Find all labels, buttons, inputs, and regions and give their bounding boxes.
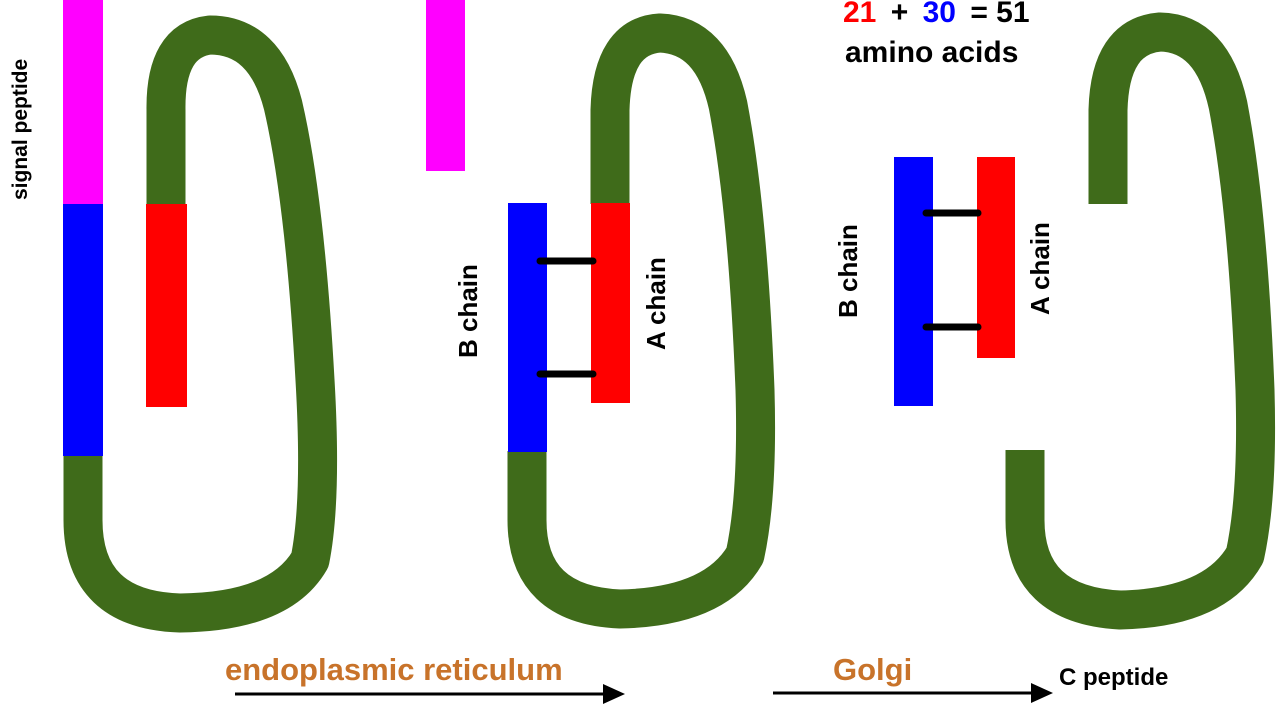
amino-acid-count: 21 + 30 = 51 (843, 0, 1030, 29)
cleaved-signal-peptide (426, 0, 465, 171)
total-count: = 51 (970, 0, 1029, 29)
golgi-arrow (773, 683, 1053, 703)
c-peptide-loop-1 (83, 35, 318, 613)
mature-insulin: B chain A chain (833, 32, 1256, 610)
er-label: endoplasmic reticulum (225, 652, 563, 687)
b-chain-count: 30 (923, 0, 956, 29)
b-chain-segment-1 (63, 204, 103, 456)
b-chain-segment-2 (508, 203, 547, 452)
preproinsulin: signal peptide (9, 0, 318, 613)
signal-peptide-label: signal peptide (9, 59, 32, 200)
a-chain-segment-1 (146, 204, 187, 407)
b-chain-label-1: B chain (453, 264, 483, 358)
a-chain-segment-2 (591, 203, 630, 403)
golgi-label: Golgi (833, 652, 912, 687)
b-chain-label-2: B chain (833, 224, 863, 318)
proinsulin: B chain A chain (426, 0, 756, 609)
signal-peptide-segment (63, 0, 103, 205)
amino-acids-label: amino acids (845, 36, 1018, 69)
c-peptide-free (1025, 32, 1256, 610)
c-peptide-label: C peptide (1059, 664, 1168, 691)
er-arrow (235, 684, 625, 704)
a-chain-segment-3 (977, 157, 1015, 358)
plus-sign: + (891, 0, 909, 29)
a-chain-label-2: A chain (1025, 222, 1055, 315)
a-chain-count: 21 (843, 0, 876, 29)
a-chain-label-1: A chain (641, 257, 671, 350)
b-chain-segment-3 (894, 157, 933, 406)
